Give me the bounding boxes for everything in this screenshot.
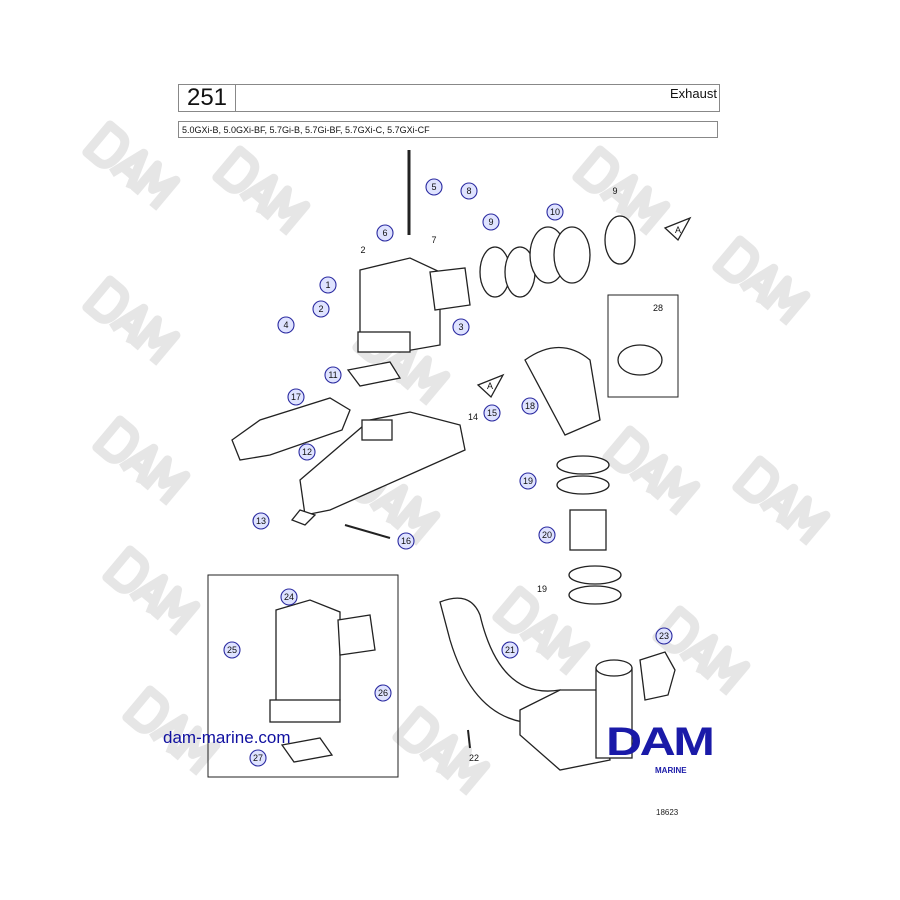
callout-12: 12 [298,443,316,461]
callout-19: 19 [537,584,547,594]
callout-19: 19 [519,472,537,490]
callout-4: 4 [277,316,295,334]
svg-text:12: 12 [302,447,312,457]
watermark-image [717,240,806,323]
svg-text:10: 10 [550,207,560,217]
callout-5: 5 [425,178,443,196]
page-header: 251 Exhaust [178,84,720,112]
callout-16: 16 [397,532,415,550]
svg-text:15: 15 [487,408,497,418]
svg-text:7: 7 [431,235,436,245]
ref-a-marker-top [663,216,692,242]
callout-10: 10 [546,203,564,221]
svg-text:A: A [675,225,681,235]
callout-18: 18 [521,397,539,415]
watermark-image [87,125,176,208]
watermark-image [87,280,176,363]
svg-text:19: 19 [537,584,547,594]
callout-2: 2 [360,245,365,255]
svg-text:1: 1 [325,280,330,290]
svg-text:26: 26 [378,688,388,698]
svg-text:17: 17 [291,392,301,402]
model-list: 5.0GXi-B, 5.0GXi-BF, 5.7Gi-B, 5.7Gi-BF, … [178,121,718,138]
watermarks [87,125,826,793]
svg-text:23: 23 [659,631,669,641]
svg-text:25: 25 [227,645,237,655]
svg-text:11: 11 [328,370,337,380]
page-title: Exhaust [670,86,717,101]
callout-15: 15 [483,404,501,422]
callout-7: 7 [431,235,436,245]
svg-text:20: 20 [542,530,552,540]
svg-text:8: 8 [466,186,471,196]
callout-9: 9 [482,213,500,231]
svg-text:13: 13 [256,516,266,526]
svg-text:9: 9 [612,186,617,196]
dam-logo: DAM [606,720,715,764]
watermark-image [217,150,306,233]
watermark-image [97,420,186,503]
callout-20: 20 [538,526,556,544]
ref-a-top: A [675,225,681,235]
ref-a-left: A [487,381,493,391]
callout-22: 22 [469,753,479,763]
svg-text:9: 9 [488,217,493,227]
svg-text:5: 5 [431,182,436,192]
page-number: 251 [179,85,236,111]
callout-8: 8 [460,182,478,200]
ref-a-marker-left [476,373,505,399]
svg-text:16: 16 [401,536,411,546]
callout-28: 28 [653,303,663,313]
figure-number: 18623 [656,808,679,817]
watermark-image [497,590,586,673]
callout-13: 13 [252,512,270,530]
callout-17: 17 [287,388,305,406]
svg-text:24: 24 [284,592,294,602]
callout-26: 26 [374,684,392,702]
callout-6: 6 [376,224,394,242]
callout-23: 23 [655,627,673,645]
svg-text:19: 19 [523,476,533,486]
watermark-image [397,710,486,793]
svg-text:2: 2 [318,304,323,314]
website-link[interactable]: dam-marine.com [163,728,291,747]
callout-1: 1 [319,276,337,294]
callout-14: 14 [468,412,478,422]
callout-2: 2 [312,300,330,318]
svg-text:4: 4 [283,320,288,330]
svg-text:6: 6 [382,228,387,238]
svg-text:3: 3 [458,322,463,332]
callout-24: 24 [280,588,298,606]
svg-text:2: 2 [360,245,365,255]
svg-text:18: 18 [525,401,535,411]
watermark-image [607,430,696,513]
callout-3: 3 [452,318,470,336]
svg-text:21: 21 [505,645,515,655]
watermark-image [737,460,826,543]
svg-text:28: 28 [653,303,663,313]
svg-text:A: A [487,381,493,391]
callout-27: 27 [249,749,267,767]
callout-9: 9 [612,186,617,196]
callouts: 1 2 2 3 4 5 6 7 8 9 9 10 11 12 13 14 15 … [223,178,681,767]
svg-text:14: 14 [468,412,478,422]
parts [207,150,692,778]
svg-text:22: 22 [469,753,479,763]
svg-text:27: 27 [253,753,263,763]
callout-11: 11 [324,366,342,384]
callout-21: 21 [501,641,519,659]
dam-logo-subtitle: MARINE [655,766,687,775]
callout-25: 25 [223,641,241,659]
watermark-image [107,550,196,633]
